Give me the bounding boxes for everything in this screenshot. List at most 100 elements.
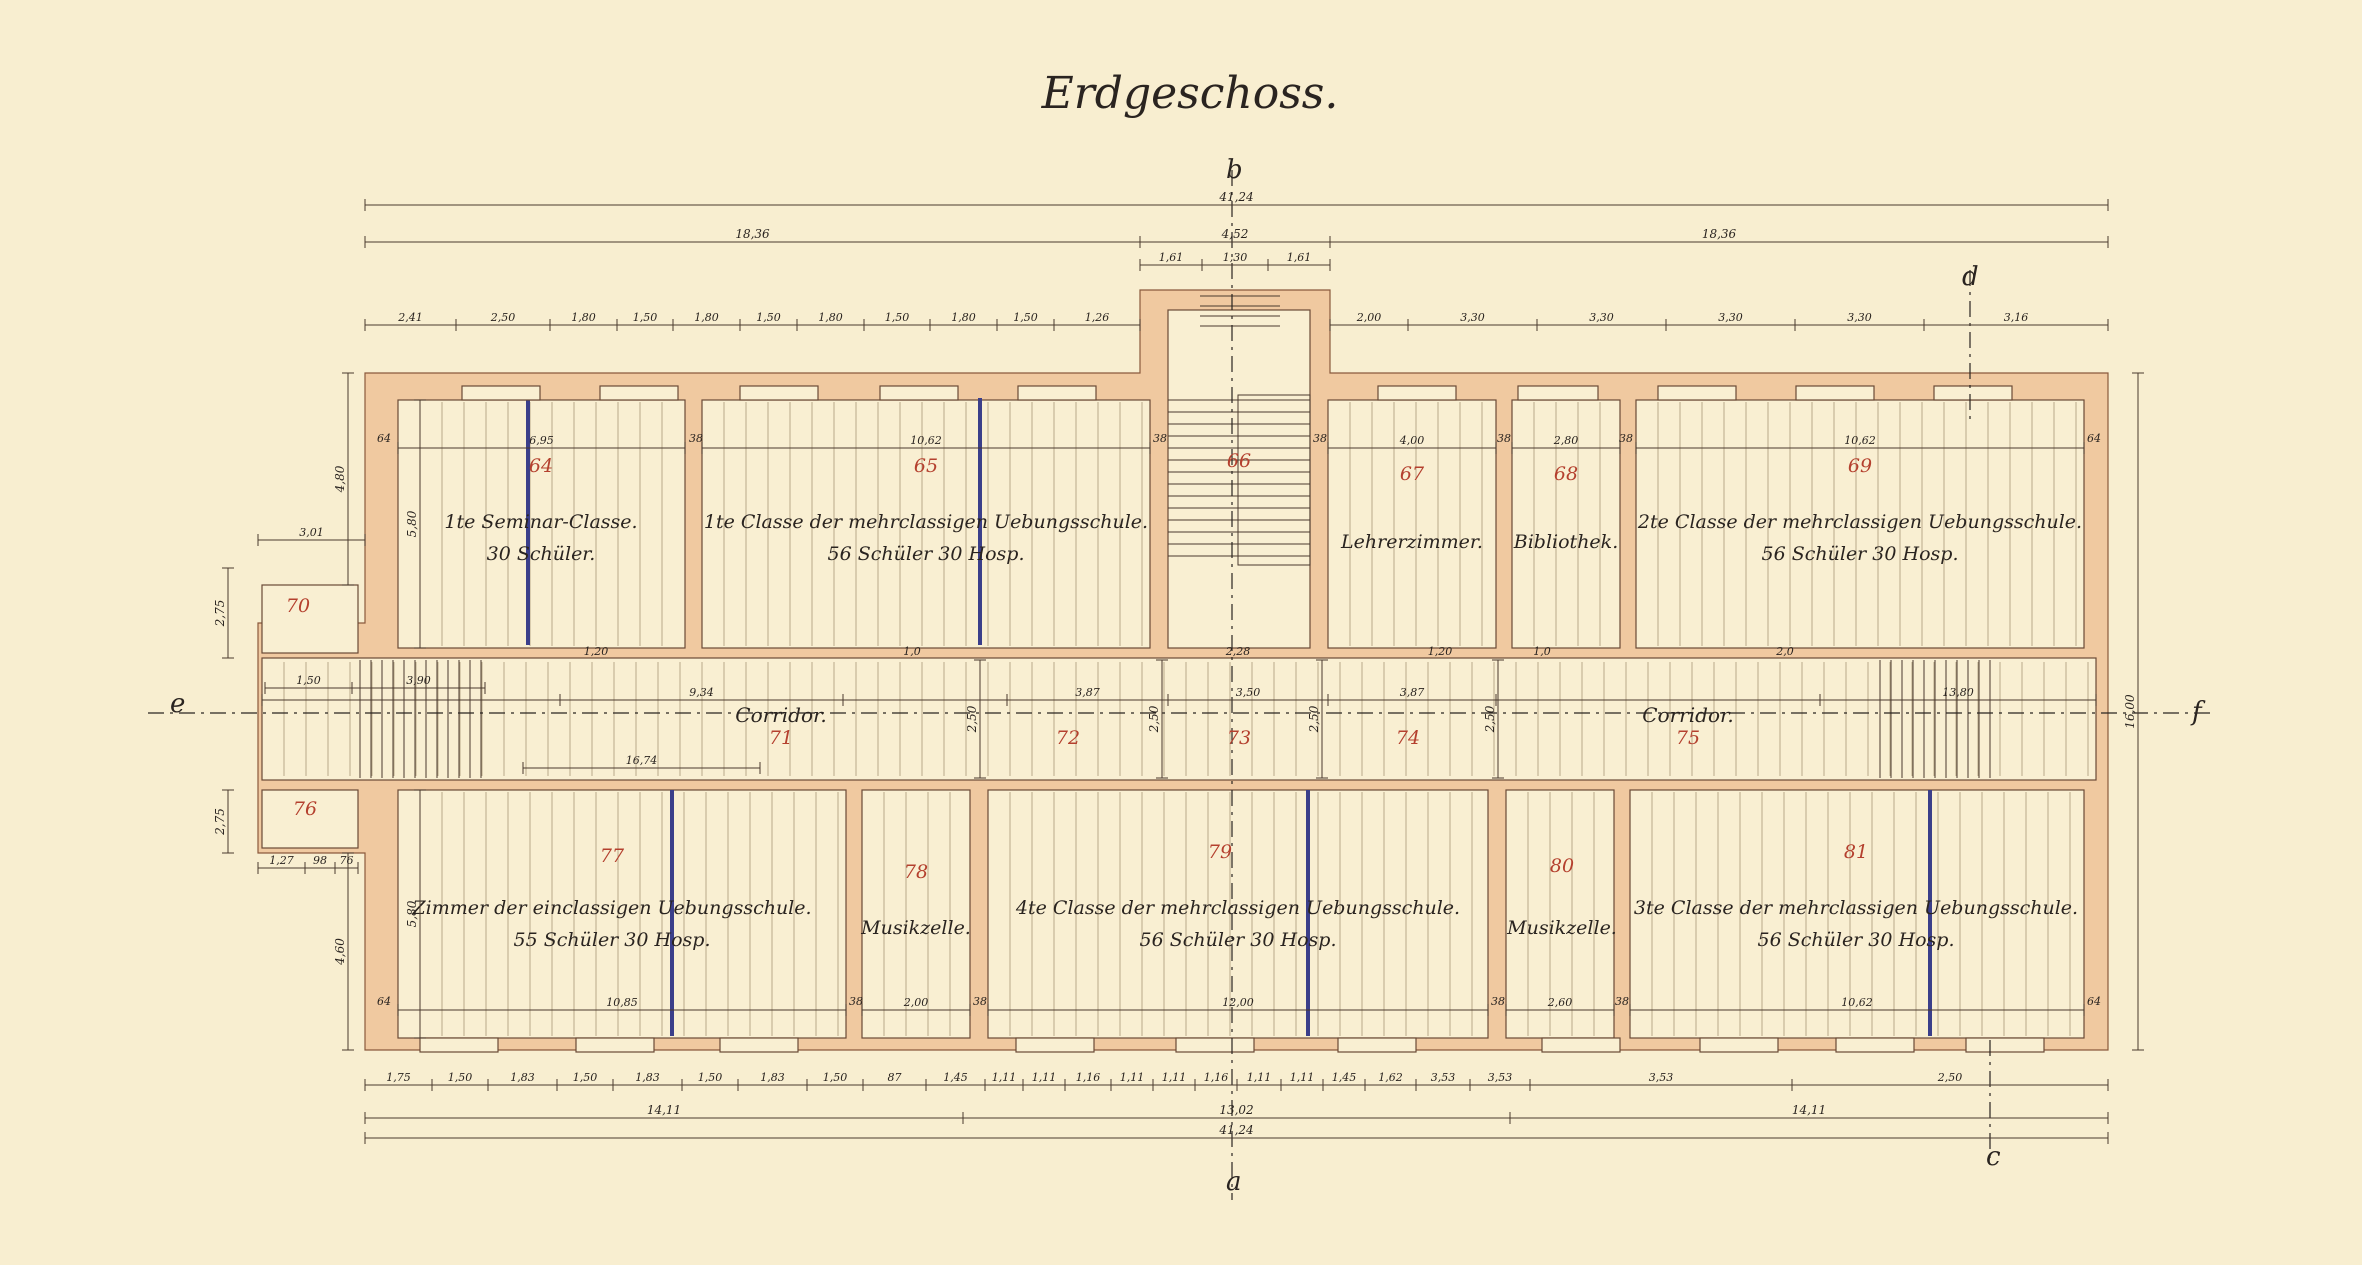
dimension-label: 2,50 [490,311,516,324]
window [1699,1037,1779,1053]
dimension-label: 4,00 [1399,434,1425,447]
door-width-label: 1,0 [1533,645,1551,658]
door-width-label: 1,20 [1428,645,1453,658]
room-label-79: 4te Classe der mehrclassigen Uebungsschu… [1015,897,1460,919]
side-stair [359,660,482,778]
window [879,385,959,401]
window [739,385,819,401]
dimension-label: 4,52 [1221,227,1249,241]
room-65 [701,399,1151,649]
dimension-lines [222,199,2144,1144]
dimension-label: 3,30 [1589,311,1614,324]
room-number-79: 79 [1208,841,1232,863]
dimension-label: 9,34 [689,686,714,699]
room-67 [1327,399,1497,649]
dimension-label: 16,00 [2123,694,2137,729]
dimension-label: 5,80 [405,510,419,537]
dimension-label: 14,11 [647,1103,681,1117]
dimension-label: 3,30 [1460,311,1485,324]
dimension-label: 41,24 [1218,1123,1253,1137]
wall-thickness-label: 64 [377,432,391,445]
dimension-label: 1,11 [1247,1071,1272,1084]
dimension-label: 1,80 [951,311,976,324]
dimension-label: 3,30 [1847,311,1872,324]
dimension-label: 10,62 [1844,434,1876,447]
door-width-label: 1,0 [903,645,921,658]
window [599,385,679,401]
dimension-label: 2,60 [1547,996,1573,1009]
wall-thickness-label: 38 [1497,432,1511,445]
dimension-label: 3,53 [1649,1071,1674,1084]
room-81 [1629,789,2085,1039]
room-79 [987,789,1489,1039]
dimension-label: 1,16 [1204,1071,1229,1084]
dimension-label: 1,50 [448,1071,473,1084]
wall-thickness-label: 38 [1153,432,1167,445]
dimension-label: 1,45 [1332,1071,1357,1084]
window [1175,1037,1255,1053]
room-label-80: Musikzelle. [1506,917,1617,939]
dimension-label: 1,30 [1223,251,1248,264]
dimension-label: 87 [888,1071,902,1084]
window [1835,1037,1915,1053]
dimension-label: 2,50 [1483,705,1497,733]
blackboards [526,398,1932,1036]
window [1965,1037,2045,1053]
dimension-label: 1,50 [885,311,910,324]
room-label-69: 56 Schüler 30 Hosp. [1762,543,1959,565]
dimension-label: 5,80 [405,900,419,927]
windows [419,385,2045,1053]
room-number-67: 67 [1400,463,1425,485]
dimension-label: 12,00 [1222,996,1254,1009]
room-label-65: 56 Schüler 30 Hosp. [828,543,1025,565]
room-label-81: 56 Schüler 30 Hosp. [1758,929,1955,951]
corridor [261,657,2097,781]
dimension-label: 13,02 [1219,1103,1253,1117]
room-label-81: 3te Classe der mehrclassigen Uebungsschu… [1634,897,2078,919]
right-stair [1879,660,1991,778]
main-stair [1168,295,1311,566]
room-label-65: 1te Classe der mehrclassigen Uebungsschu… [704,511,1148,533]
dimension-label: 1,50 [698,1071,723,1084]
dimension-label: 1,45 [943,1071,968,1084]
room-number-76: 76 [293,798,317,820]
window [575,1037,655,1053]
room-label-68: Bibliothek. [1513,531,1618,553]
dimension-label: 76 [340,854,354,867]
room-label-67: Lehrerzimmer. [1340,531,1483,553]
dimension-label: 16,74 [626,754,658,767]
window [1517,385,1599,401]
room-64 [397,399,686,649]
dimension-label: 3,87 [1400,686,1425,699]
room-label-77: Zimmer der einclassigen Uebungsschule. [411,897,811,919]
dimension-label: 1,11 [1290,1071,1315,1084]
dimension-label: 1,62 [1378,1071,1403,1084]
dimension-label: 1,50 [296,674,321,687]
dimension-label: 1,26 [1085,311,1110,324]
room-number-66: 66 [1227,450,1251,472]
room-number-75: 75 [1676,727,1700,749]
dimension-label: 3,53 [1488,1071,1513,1084]
dimension-label: 6,95 [529,434,554,447]
dimension-label: 1,16 [1076,1071,1101,1084]
door-width-label: 2,28 [1225,645,1251,658]
dimension-label: 3,01 [299,526,324,539]
wall-thickness-label: 38 [689,432,703,445]
room-70 [261,584,359,654]
room-number-65: 65 [914,455,938,477]
dimension-label: 3,30 [1718,311,1743,324]
room-label-64: 30 Schüler. [487,543,596,565]
window [1017,385,1097,401]
dimension-label: 3,53 [1431,1071,1456,1084]
dimension-label: 2,50 [1937,1071,1963,1084]
dimension-label: 1,80 [571,311,596,324]
room-label-64: 1te Seminar-Classe. [444,511,637,533]
room-label-77: 55 Schüler 30 Hosp. [514,929,711,951]
section-mark-e: e [170,689,185,719]
dimension-label: 2,80 [1553,434,1579,447]
dimension-label: 1,83 [635,1071,660,1084]
dimension-label: 2,50 [965,705,979,733]
dimension-label: 2,75 [213,808,227,836]
window [1657,385,1737,401]
